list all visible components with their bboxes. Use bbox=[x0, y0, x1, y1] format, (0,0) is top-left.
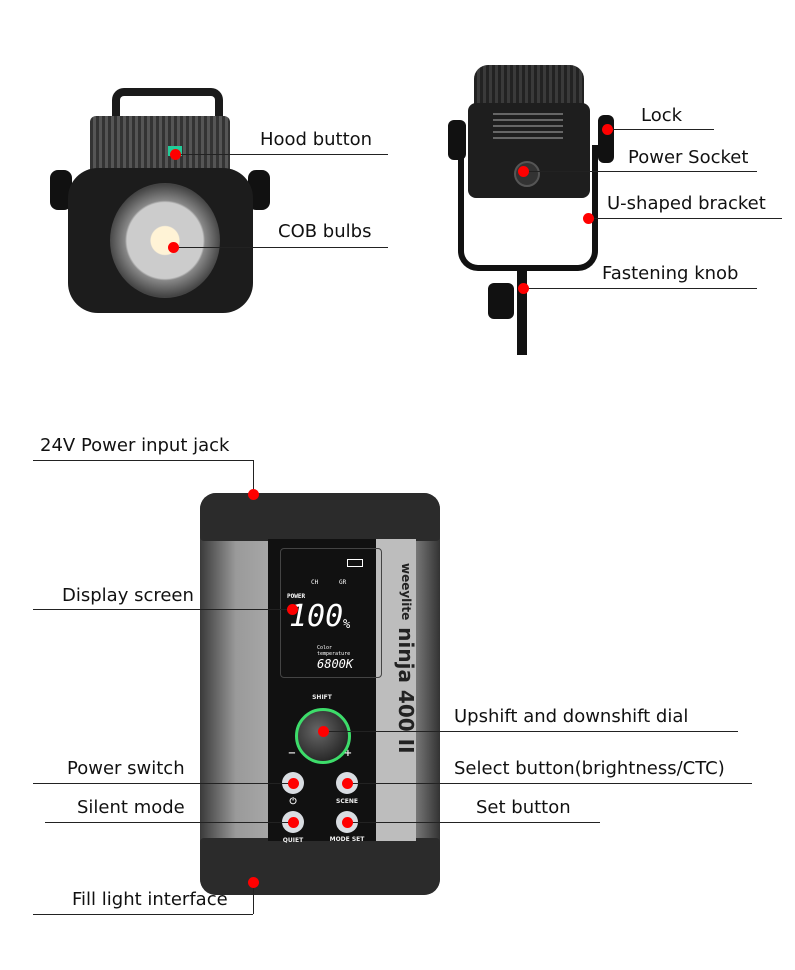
marker-dot bbox=[170, 149, 181, 160]
power-value: 100 bbox=[289, 599, 344, 634]
percent-sign: % bbox=[343, 617, 351, 631]
quiet-label: QUIET bbox=[282, 837, 304, 844]
label-silent-mode: Silent mode bbox=[77, 797, 185, 818]
battery-icon bbox=[347, 559, 363, 567]
label-u-shaped-bracket: U-shaped bracket bbox=[607, 193, 766, 214]
brand-logo: weeylite ninja 400 II bbox=[378, 563, 418, 763]
power-icon: ⏻ bbox=[289, 797, 297, 807]
shift-label: SHIFT bbox=[312, 694, 332, 701]
marker-dot bbox=[288, 817, 299, 828]
marker-dot bbox=[287, 604, 298, 615]
mode-set-label: MODE SET bbox=[329, 836, 365, 843]
label-hood-button: Hood button bbox=[260, 129, 373, 150]
label-select-button: Select button(brightness/CTC) bbox=[454, 758, 725, 779]
label-power-socket: Power Socket bbox=[628, 147, 749, 168]
marker-dot bbox=[602, 124, 613, 135]
minus-label: − bbox=[287, 748, 297, 759]
marker-dot bbox=[248, 489, 259, 500]
light-front-view bbox=[50, 88, 270, 313]
label-display-screen: Display screen bbox=[62, 585, 194, 606]
label-power-input-jack: 24V Power input jack bbox=[40, 435, 230, 456]
display-screen: CH GR POWER 100 % Color temperature 6800… bbox=[280, 548, 382, 678]
marker-dot bbox=[342, 817, 353, 828]
label-lock: Lock bbox=[641, 105, 683, 126]
ch-indicator: CH bbox=[311, 579, 319, 586]
model-text: ninja 400 II bbox=[394, 627, 418, 754]
ct-label: Color temperature bbox=[317, 645, 351, 657]
ct-value: 6800K bbox=[317, 657, 354, 671]
label-fill-light-interface: Fill light interface bbox=[72, 889, 228, 910]
power-label: POWER bbox=[287, 593, 306, 600]
label-set-button: Set button bbox=[476, 797, 571, 818]
marker-dot bbox=[288, 778, 299, 789]
scene-label: SCENE bbox=[336, 798, 358, 805]
label-fastening-knob: Fastening knob bbox=[602, 263, 739, 284]
light-rear-view bbox=[448, 65, 618, 355]
marker-dot bbox=[518, 283, 529, 294]
label-cob-bulbs: COB bulbs bbox=[278, 221, 372, 242]
control-box: weeylite ninja 400 II bbox=[200, 493, 440, 895]
plus-label: + bbox=[343, 748, 353, 759]
gr-indicator: GR bbox=[339, 579, 347, 586]
label-dial: Upshift and downshift dial bbox=[454, 706, 689, 727]
marker-dot bbox=[248, 877, 259, 888]
marker-dot bbox=[583, 213, 594, 224]
marker-dot bbox=[318, 726, 329, 737]
marker-dot bbox=[342, 778, 353, 789]
brand-text: weeylite bbox=[399, 563, 413, 621]
marker-dot bbox=[168, 242, 179, 253]
label-power-switch: Power switch bbox=[67, 758, 185, 779]
marker-dot bbox=[518, 166, 529, 177]
